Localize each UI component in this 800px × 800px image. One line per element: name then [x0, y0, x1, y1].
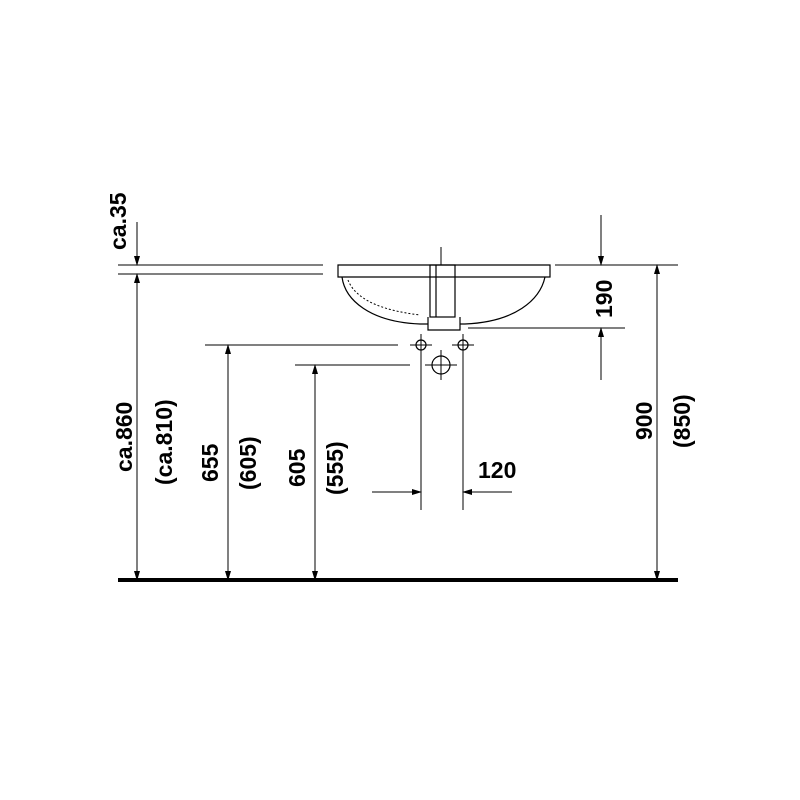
tap-height-alt-label: (605)	[235, 436, 261, 490]
counter-height-dimension: 900 (850)	[631, 264, 695, 581]
basin-outline	[337, 247, 551, 331]
tap-connection-right	[452, 334, 474, 356]
tap-height-dimension: 655 (605)	[197, 344, 398, 581]
counter-height-label: 900	[631, 402, 657, 440]
total-height-label: ca.860	[111, 402, 137, 472]
waste-height-label: 605	[284, 448, 310, 487]
waste-width-label: 120	[478, 457, 516, 483]
counter-height-alt-label: (850)	[669, 394, 695, 448]
total-height-alt-label: (ca.810)	[151, 399, 177, 485]
basin-height-dimension: 190	[468, 215, 625, 380]
countertop-lines	[118, 264, 678, 275]
waste-width-dimension: 120	[372, 356, 516, 510]
waste-height-alt-label: (555)	[322, 441, 348, 495]
overflow-depth-dimension: ca.35	[105, 192, 140, 266]
waste-connection	[425, 350, 457, 380]
basin-height-label: 190	[591, 280, 617, 318]
tap-connection-left	[410, 334, 432, 356]
tap-height-label: 655	[197, 443, 223, 482]
overflow-depth-label: ca.35	[105, 192, 131, 250]
waste-height-dimension: 605 (555)	[284, 364, 410, 581]
total-height-dimension: ca.860 (ca.810)	[111, 273, 177, 581]
